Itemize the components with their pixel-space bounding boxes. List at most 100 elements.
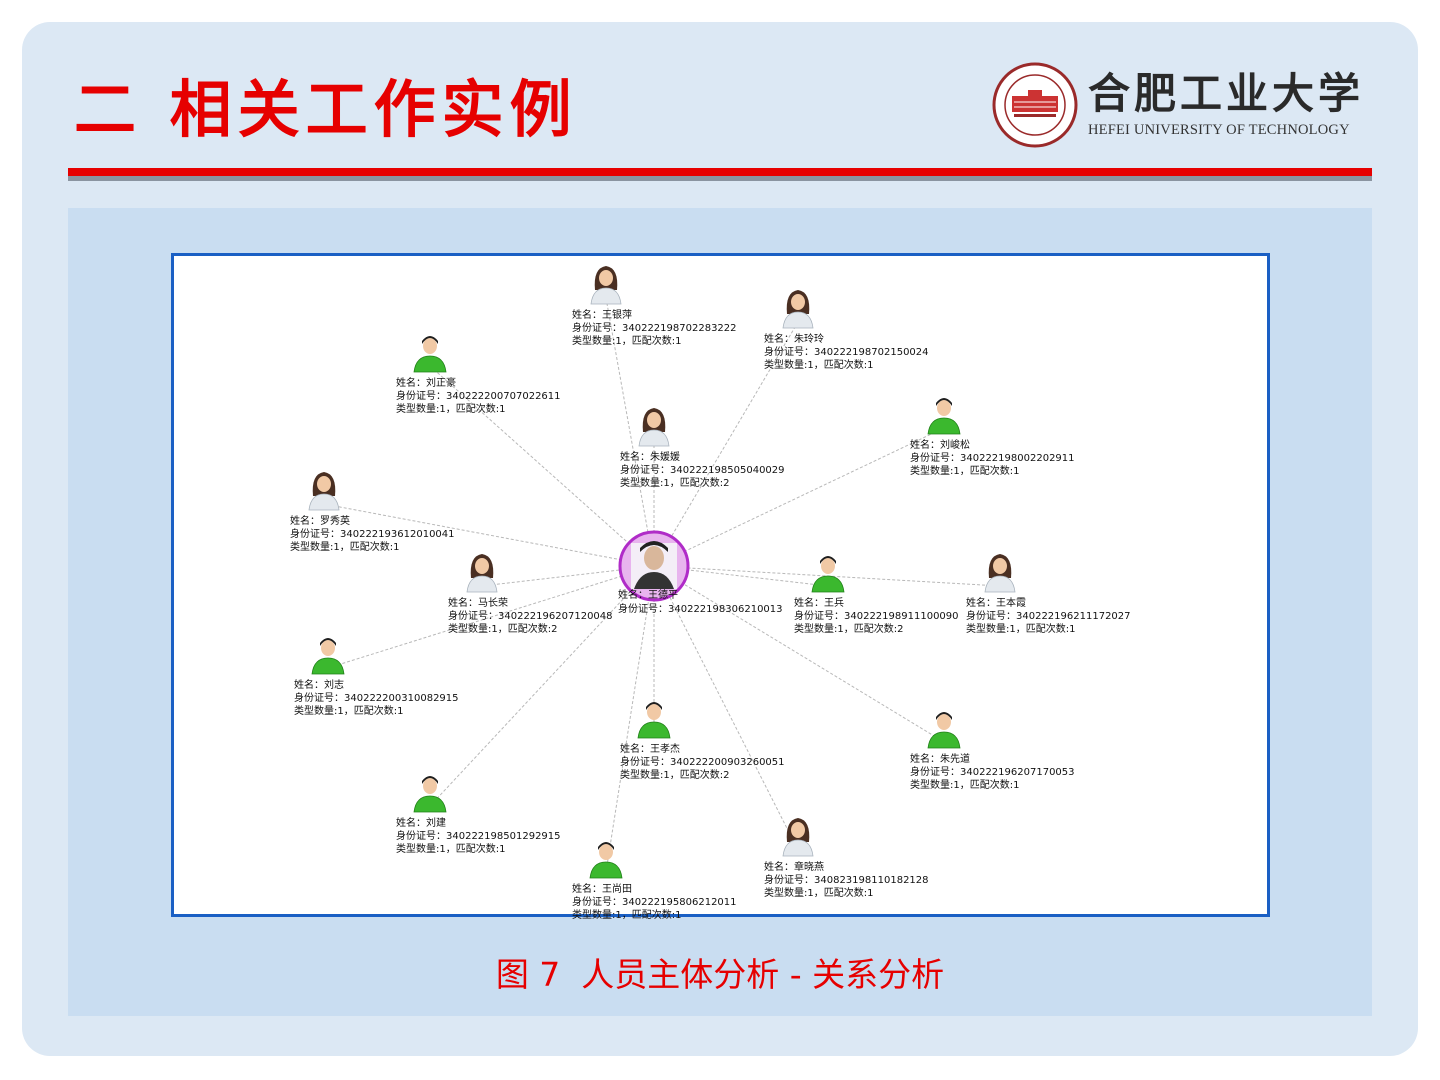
person-stats: 类型数量:1，匹配次数:1: [764, 886, 873, 899]
person-node[interactable]: 姓名：王银萍身份证号：340222198702283222类型数量:1，匹配次数…: [572, 266, 737, 347]
male-person-icon: [811, 556, 845, 593]
person-stats: 类型数量:1，匹配次数:2: [620, 476, 729, 489]
person-stats: 类型数量:1，匹配次数:1: [290, 540, 399, 553]
person-node[interactable]: 姓名：王尚田身份证号：340222195806212011类型数量:1，匹配次数…: [572, 842, 737, 921]
person-node[interactable]: 姓名：王兵身份证号：340222198911100090类型数量:1，匹配次数:…: [794, 556, 959, 635]
male-person-icon: [413, 776, 447, 813]
person-name: 姓名：罗秀英: [290, 514, 350, 527]
graph-edge: [653, 427, 945, 567]
male-person-icon: [927, 712, 961, 749]
graph-edge: [653, 321, 799, 567]
person-id: 身份证号：340823198110182128: [764, 873, 929, 886]
male-person-icon: [311, 638, 345, 675]
center-person-hair-icon: [640, 541, 668, 552]
center-node[interactable]: 姓名：王德平 身份证号：340222198306210013: [618, 530, 783, 615]
person-stats: 类型数量:1，匹配次数:1: [910, 778, 1019, 791]
person-node[interactable]: 姓名：王本霞身份证号：340222196211172027类型数量:1，匹配次数…: [966, 554, 1131, 635]
graph-edge: [605, 297, 655, 567]
person-id: 身份证号：340222198002202911: [910, 451, 1075, 464]
person-name: 姓名：朱玲玲: [764, 332, 824, 345]
graph-edge: [653, 565, 945, 743]
graph-edges: [323, 297, 1001, 873]
female-person-icon: [466, 554, 498, 593]
person-node[interactable]: 姓名：朱媛媛身份证号：340222198505040029类型数量:1，匹配次数…: [620, 408, 785, 489]
relationship-graph: 姓名：王银萍身份证号：340222198702283222类型数量:1，匹配次数…: [290, 266, 1131, 921]
graph-edge: [605, 565, 655, 873]
person-node[interactable]: 姓名：罗秀英身份证号：340222193612010041类型数量:1，匹配次数…: [290, 472, 455, 553]
female-person-icon: [308, 472, 340, 511]
male-person-icon: [413, 336, 447, 373]
center-name: 姓名：王德平: [618, 588, 678, 601]
male-person-icon: [637, 702, 671, 739]
person-stats: 类型数量:1，匹配次数:1: [910, 464, 1019, 477]
person-id: 身份证号：340222196207120048: [448, 609, 613, 622]
person-stats: 类型数量:1，匹配次数:1: [764, 358, 873, 371]
person-node[interactable]: 姓名：刘志身份证号：340222200310082915类型数量:1，匹配次数:…: [294, 638, 459, 717]
graph-edge: [429, 365, 655, 567]
person-name: 姓名：刘峻松: [910, 438, 970, 451]
person-node[interactable]: 姓名：马长荣身份证号：340222196207120048类型数量:1，匹配次数…: [448, 554, 613, 635]
person-stats: 类型数量:1，匹配次数:1: [396, 842, 505, 855]
person-id: 身份证号：340222198911100090: [794, 609, 959, 622]
person-name: 姓名：马长荣: [448, 596, 508, 609]
person-name: 姓名：王尚田: [572, 882, 632, 895]
person-stats: 类型数量:1，匹配次数:2: [794, 622, 903, 635]
person-stats: 类型数量:1，匹配次数:1: [294, 704, 403, 717]
person-name: 姓名：刘建: [396, 816, 446, 829]
male-person-icon: [927, 398, 961, 435]
person-name: 姓名：王本霞: [966, 596, 1026, 609]
person-id: 身份证号：340222195806212011: [572, 895, 737, 908]
graph-edge: [327, 565, 655, 669]
person-name: 姓名：刘正豪: [396, 376, 456, 389]
person-name: 姓名：朱先道: [910, 752, 970, 765]
male-person-icon: [589, 842, 623, 879]
center-person-face-icon: [644, 546, 664, 570]
graph-edge: [323, 503, 655, 567]
person-stats: 类型数量:1，匹配次数:1: [572, 334, 681, 347]
center-id: 身份证号：340222198306210013: [618, 602, 783, 615]
person-name: 姓名：王银萍: [572, 308, 632, 321]
person-name: 姓名：王孝杰: [620, 742, 680, 755]
person-id: 身份证号：340222198702150024: [764, 345, 929, 358]
graph-edge: [481, 565, 655, 587]
female-person-icon: [782, 290, 814, 329]
person-name: 姓名：王兵: [794, 596, 844, 609]
figure-caption: 图 7 人员主体分析 - 关系分析: [495, 955, 945, 994]
person-name: 姓名：朱媛媛: [620, 450, 680, 463]
person-id: 身份证号：340222193612010041: [290, 527, 455, 540]
female-person-icon: [590, 266, 622, 305]
university-logo: 合肥工业大学 HEFEI UNIVERSITY OF TECHNOLOGY: [992, 62, 1372, 148]
header-divider-red: [68, 168, 1372, 176]
page-title: 二 相关工作实例: [74, 73, 578, 146]
person-id: 身份证号：340222198702283222: [572, 321, 737, 334]
female-person-icon: [782, 818, 814, 857]
person-id: 身份证号：340222200903260051: [620, 755, 785, 768]
person-node[interactable]: 姓名：刘正豪身份证号：340222200707022611类型数量:1，匹配次数…: [396, 336, 561, 415]
person-id: 身份证号：340222200707022611: [396, 389, 561, 402]
university-name-english: HEFEI UNIVERSITY OF TECHNOLOGY: [1088, 122, 1350, 138]
person-id: 身份证号：340222198505040029: [620, 463, 785, 476]
person-stats: 类型数量:1，匹配次数:1: [572, 908, 681, 921]
person-name: 姓名：章晓燕: [764, 860, 824, 873]
person-node[interactable]: 姓名：章晓燕身份证号：340823198110182128类型数量:1，匹配次数…: [764, 818, 929, 899]
female-person-icon: [984, 554, 1016, 593]
center-person-shirt-icon: [634, 572, 674, 589]
person-stats: 类型数量:1，匹配次数:1: [396, 402, 505, 415]
university-seal-icon: [992, 62, 1078, 148]
university-name-chinese: 合肥工业大学: [1088, 69, 1365, 118]
person-stats: 类型数量:1，匹配次数:2: [448, 622, 557, 635]
person-node[interactable]: 姓名：朱玲玲身份证号：340222198702150024类型数量:1，匹配次数…: [764, 290, 929, 371]
person-stats: 类型数量:1，匹配次数:1: [966, 622, 1075, 635]
person-node[interactable]: 姓名：刘峻松身份证号：340222198002202911类型数量:1，匹配次数…: [910, 398, 1075, 477]
person-node[interactable]: 姓名：刘建身份证号：340222198501292915类型数量:1，匹配次数:…: [396, 776, 561, 855]
person-node[interactable]: 姓名：朱先道身份证号：340222196207170053类型数量:1，匹配次数…: [910, 712, 1075, 791]
person-name: 姓名：刘志: [294, 678, 344, 691]
person-stats: 类型数量:1，匹配次数:2: [620, 768, 729, 781]
person-id: 身份证号：340222198501292915: [396, 829, 561, 842]
person-id: 身份证号：340222200310082915: [294, 691, 459, 704]
header-divider-gray: [68, 176, 1372, 181]
person-node[interactable]: 姓名：王孝杰身份证号：340222200903260051类型数量:1，匹配次数…: [620, 702, 785, 781]
person-id: 身份证号：340222196207170053: [910, 765, 1075, 778]
female-person-icon: [638, 408, 670, 447]
